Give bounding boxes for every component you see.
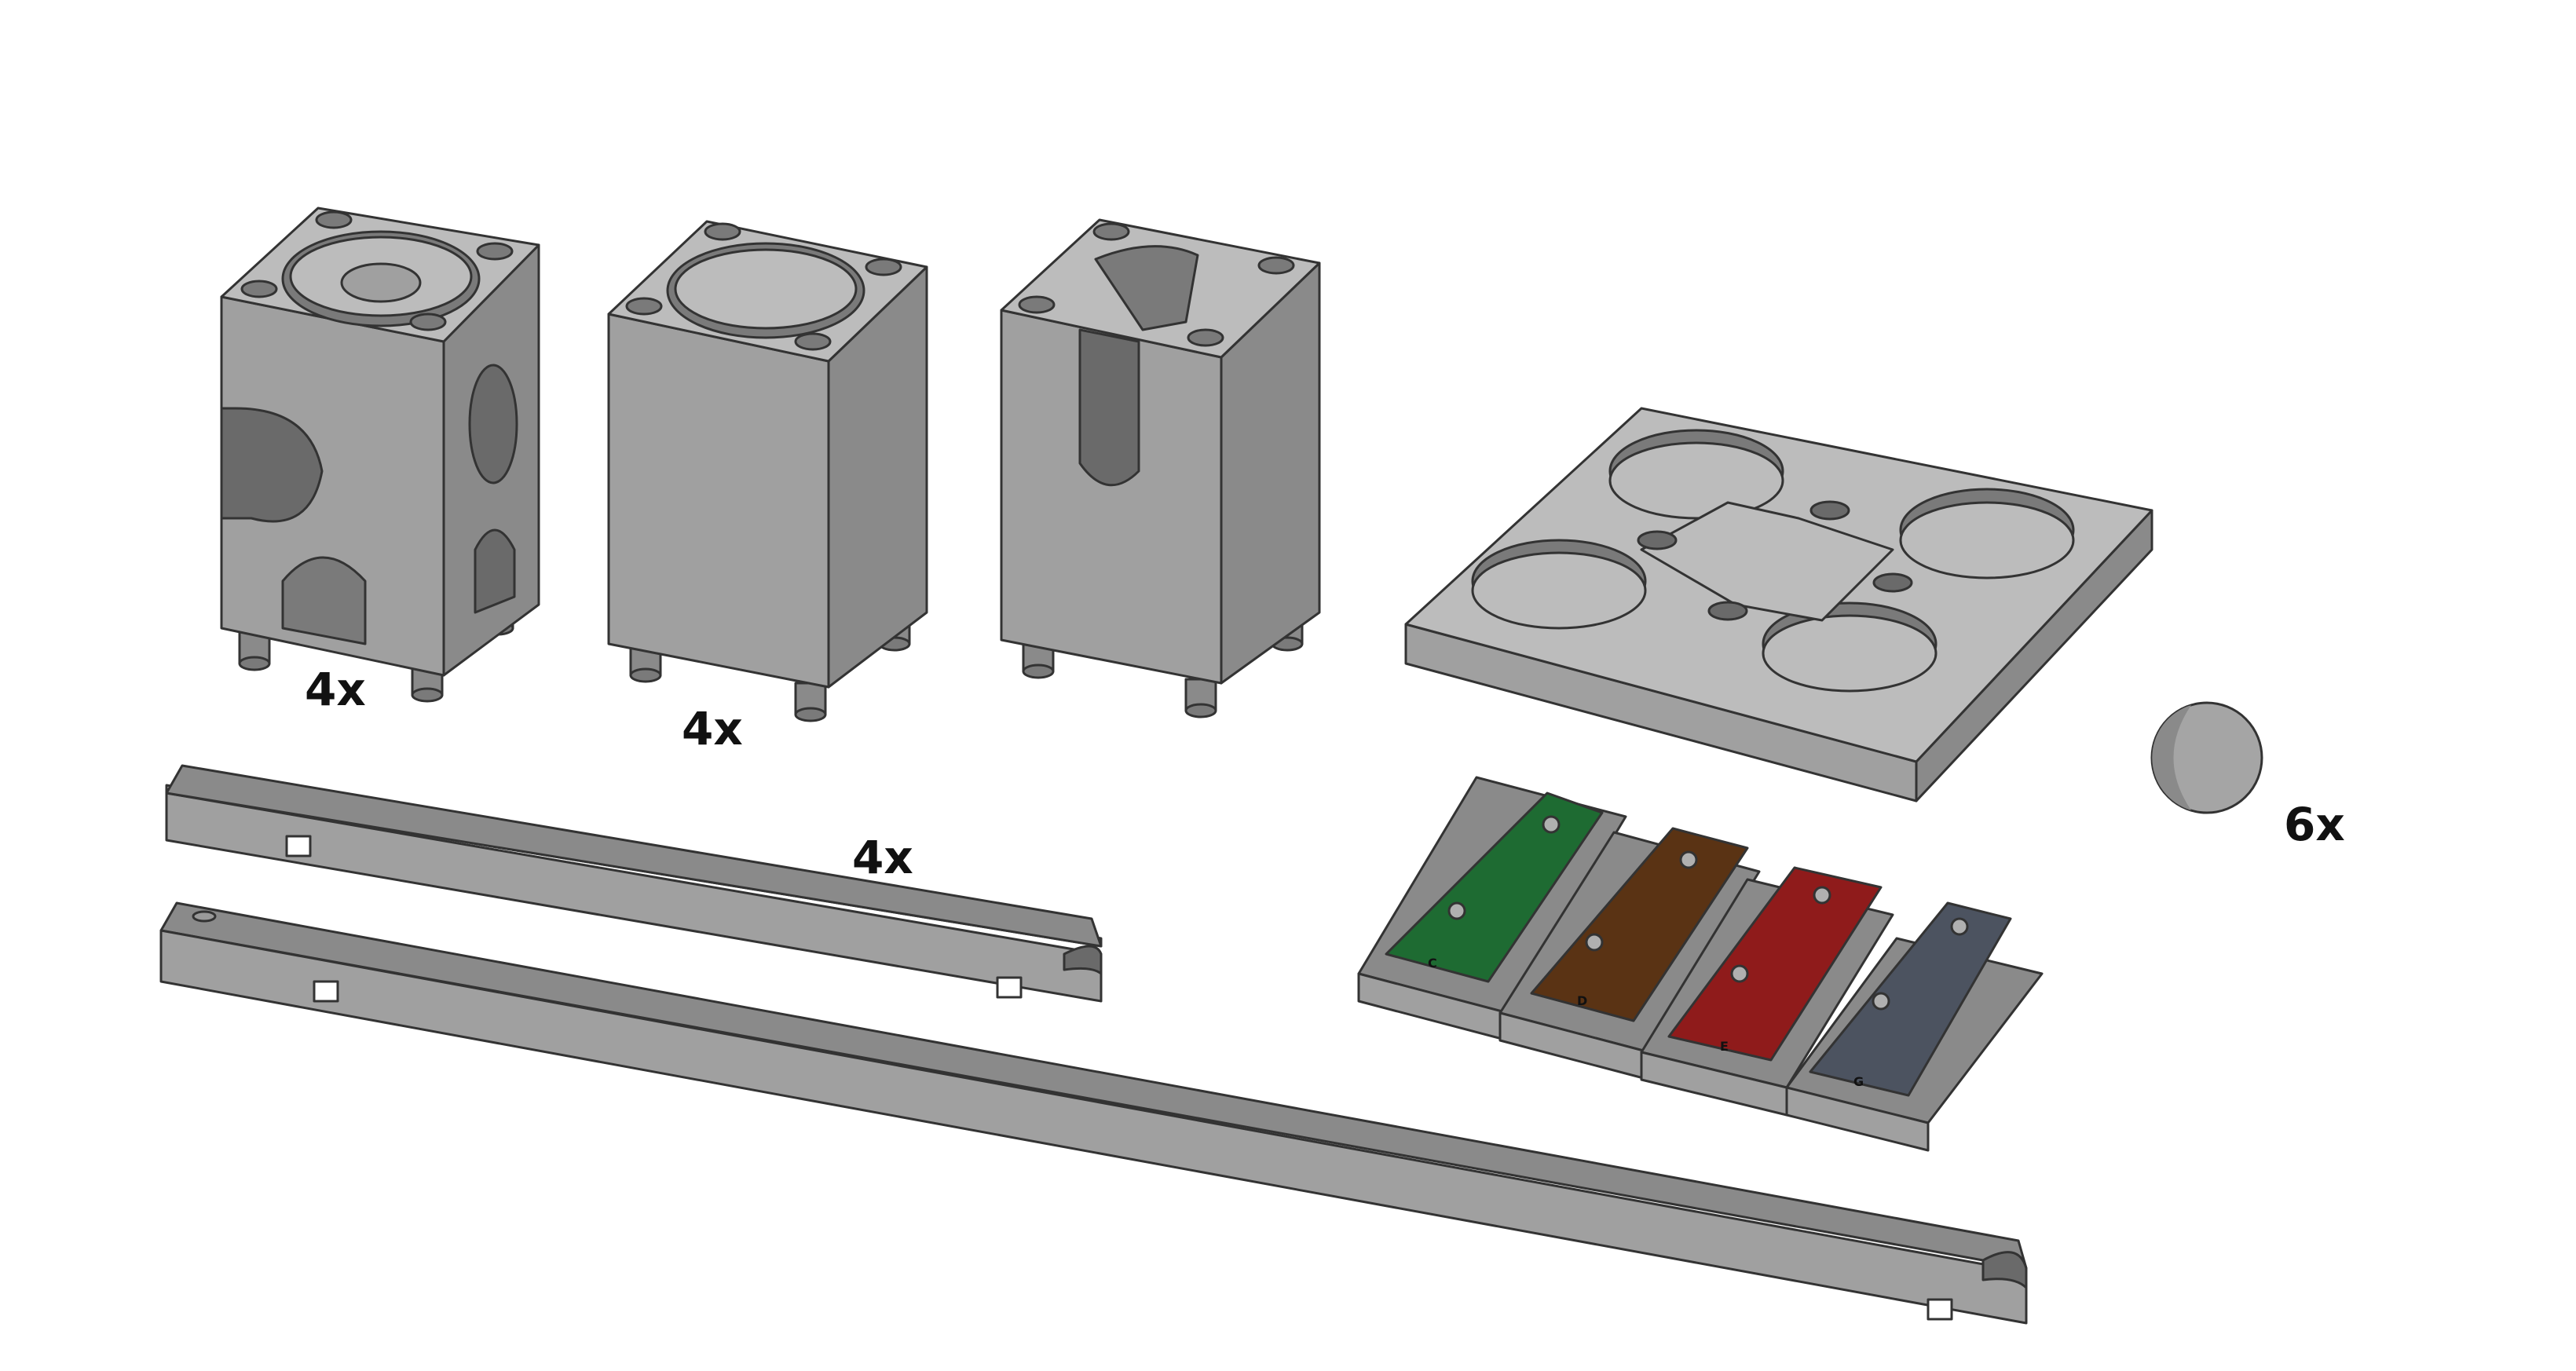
note-label-e: E — [1720, 1039, 1729, 1054]
xylophone-note-d: D — [1498, 827, 1761, 1081]
note-label-d: D — [1577, 993, 1587, 1008]
slotted-block — [1000, 218, 1321, 718]
xylophone-note-e: E — [1640, 866, 1894, 1117]
base-plate — [1404, 407, 2153, 802]
xylophone-note-c: C — [1357, 776, 1627, 1042]
xylophone-set: C D E G — [1357, 776, 2044, 1152]
cross-hole-block: 4x — [220, 207, 540, 716]
marble: 6x — [2150, 701, 2345, 851]
qty-cross-hole-block: 4x — [305, 663, 366, 716]
note-label-c: C — [1428, 956, 1437, 971]
short-rail: 4x — [165, 764, 1103, 1003]
note-label-g: G — [1853, 1074, 1864, 1089]
qty-rail: 4x — [852, 831, 913, 884]
qty-marble: 6x — [2284, 798, 2345, 851]
xylophone-note-g: G — [1785, 901, 2044, 1152]
long-rail — [159, 901, 2028, 1325]
qty-solid-block: 4x — [682, 702, 743, 755]
solid-block: 4x — [607, 220, 928, 755]
